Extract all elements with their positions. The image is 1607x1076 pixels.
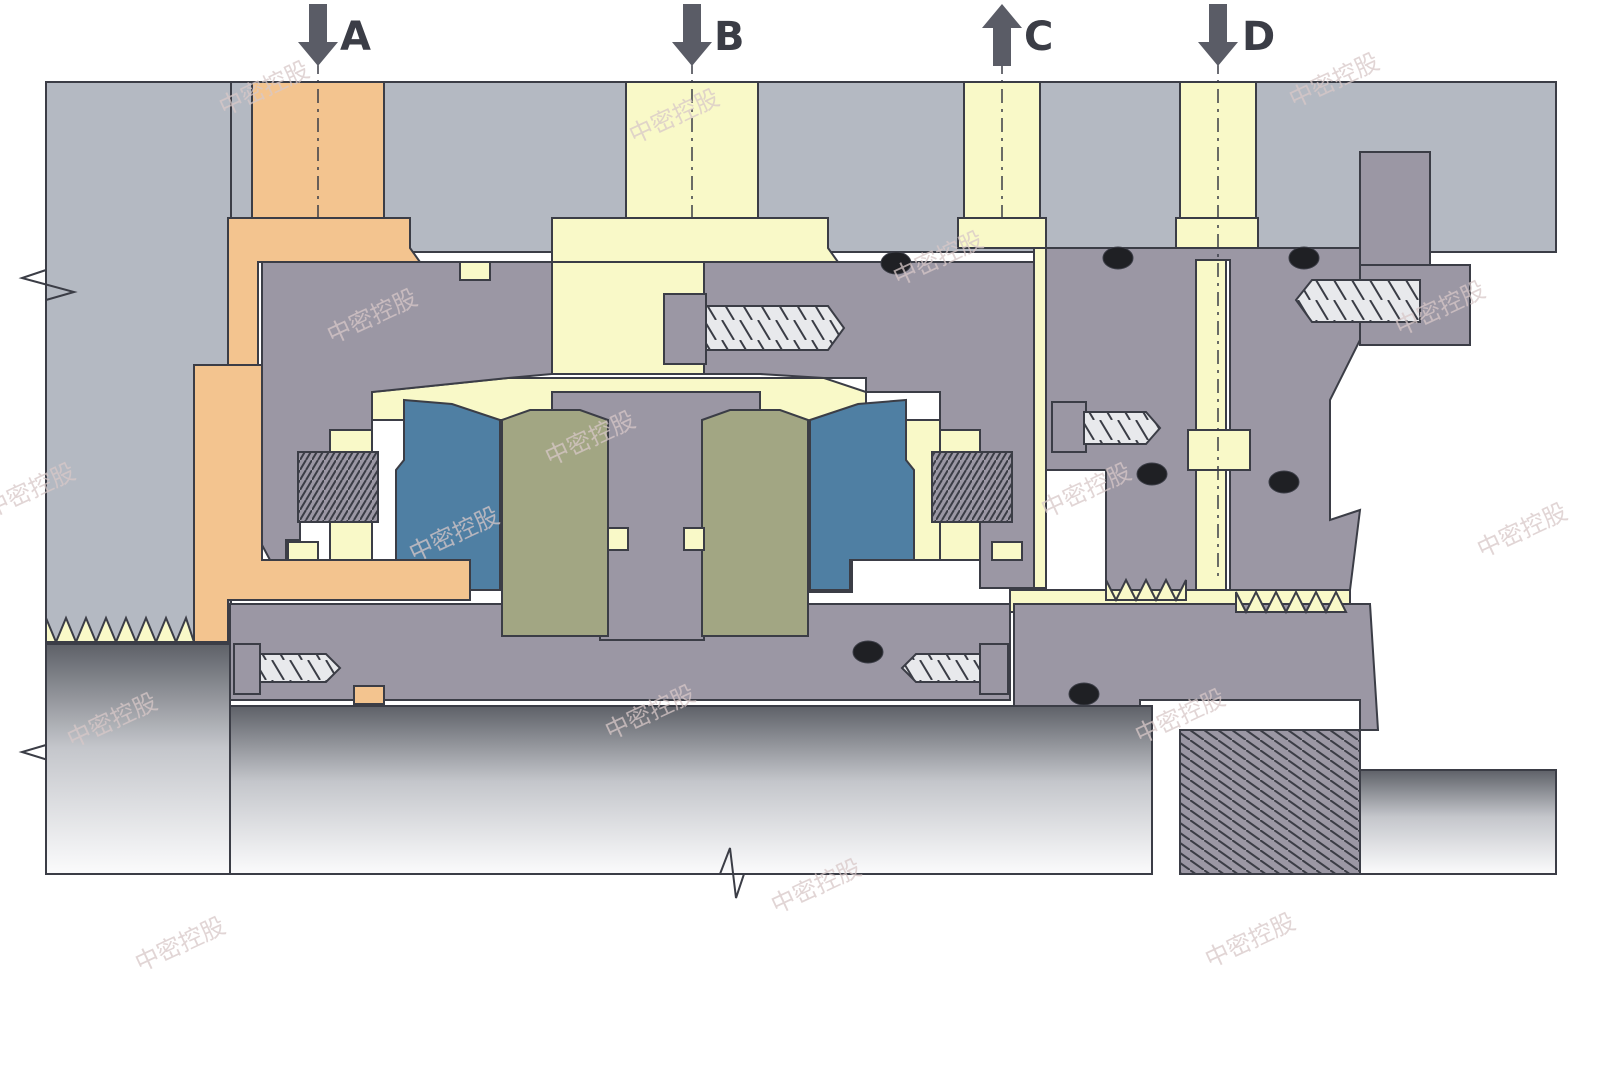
o-ring-icon xyxy=(1136,462,1168,486)
teeth-right-icon xyxy=(1105,577,1187,603)
arrow-down-icon xyxy=(672,4,712,66)
screw-mid-right-icon xyxy=(1051,401,1162,453)
o-ring-icon xyxy=(1268,470,1300,494)
seal-ring-left xyxy=(395,398,501,591)
o-ring-icon xyxy=(852,640,884,664)
arrow-up-icon xyxy=(982,4,1022,66)
shaft-right xyxy=(1359,769,1557,875)
port-label-b: B xyxy=(714,14,745,60)
screw-lower-right-icon xyxy=(900,643,1009,695)
seal-face-left xyxy=(501,409,609,637)
port-centerlines xyxy=(317,60,1219,580)
seal-ring-right xyxy=(809,398,915,591)
o-ring-icon xyxy=(1288,246,1320,270)
shaft-left xyxy=(45,643,231,875)
teeth-left-icon xyxy=(45,615,196,645)
o-ring-icon xyxy=(1102,246,1134,270)
springs xyxy=(297,451,1013,523)
threaded-sleeve-icon xyxy=(1179,729,1361,875)
lip-seal-icon xyxy=(459,261,491,281)
screw-lower-left-icon xyxy=(233,643,342,695)
shaft-main xyxy=(229,705,1153,875)
lip-seal-icon xyxy=(991,541,1023,561)
spring-left-icon xyxy=(297,451,379,523)
watermark: 中密控股 xyxy=(1473,497,1572,563)
port-arrows xyxy=(298,4,1238,66)
lip-seal-icon xyxy=(353,685,385,705)
lip-seals xyxy=(287,261,1023,705)
lip-seal-icon xyxy=(607,527,629,551)
o-rings xyxy=(852,246,1320,706)
screws xyxy=(233,279,1421,695)
break-mark-bottom xyxy=(719,847,745,899)
port-label-a: A xyxy=(340,14,371,60)
clamp-ring xyxy=(1359,151,1431,281)
port-labels: A B C D xyxy=(340,14,1275,60)
lip-seal-icon xyxy=(683,527,705,551)
seal-rings xyxy=(395,398,915,591)
watermark: 中密控股 xyxy=(131,911,230,977)
o-ring-icon xyxy=(880,251,912,275)
arrow-down-icon xyxy=(1198,4,1238,66)
port-label-c: C xyxy=(1024,14,1053,60)
arrow-down-icon xyxy=(298,4,338,66)
shaft xyxy=(45,643,1557,899)
seal-face-right xyxy=(701,409,809,637)
o-ring-icon xyxy=(1068,682,1100,706)
break-mark-left xyxy=(18,269,78,301)
screw-right-collar-icon xyxy=(1294,279,1421,323)
screw-top-center-icon xyxy=(663,293,846,365)
lip-seal-icon xyxy=(287,541,319,561)
labyrinth-teeth xyxy=(45,577,1348,645)
teeth-right-2-icon xyxy=(1235,589,1348,615)
port-label-d: D xyxy=(1242,14,1275,60)
watermark: 中密控股 xyxy=(1201,907,1300,973)
seal-faces xyxy=(501,409,809,637)
spring-right-icon xyxy=(931,451,1013,523)
